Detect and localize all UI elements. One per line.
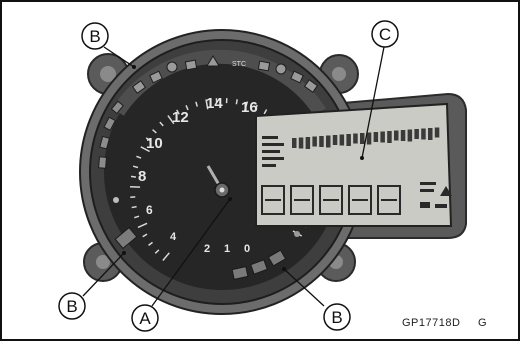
callout-a-letter: A [139, 309, 151, 328]
tach-number-0: 0 [244, 243, 250, 255]
tach-number-1: 1 [224, 243, 230, 255]
lcd-screen [256, 104, 452, 226]
lcd-bar-segment [401, 130, 406, 141]
stc-indicator-label: STC [232, 61, 246, 68]
lcd-bar-segment [421, 129, 426, 140]
tach-number-14: 14 [206, 95, 223, 112]
lcd-bar-segment [428, 128, 433, 140]
callout-a: A [132, 305, 158, 331]
tach-tick [132, 207, 137, 208]
tach-number-16: 16 [241, 99, 258, 116]
lcd-bar-segment [367, 133, 372, 145]
lcd-bar-segment [306, 137, 311, 149]
lcd-bar-segment [394, 131, 399, 141]
lcd-bar-segment [435, 128, 440, 138]
callout-b-bottom-letter: B [331, 308, 342, 327]
lcd-bar-segment [312, 137, 317, 147]
lcd-bar-segment [333, 135, 338, 145]
lcd-bar-segment [292, 138, 297, 148]
callout-c: C [372, 21, 398, 47]
figure-code: GP17718D [402, 317, 460, 329]
tach-number-2: 2 [204, 243, 210, 255]
lcd-bar-segment [380, 132, 385, 143]
tach-number-8: 8 [138, 168, 146, 185]
lcd-bar-segment [387, 131, 392, 143]
tach-number-12: 12 [172, 109, 189, 126]
lcd-bar-segment [340, 135, 345, 146]
lcd-bar-segment [353, 134, 358, 144]
callout-b-bottom: B [324, 304, 350, 330]
callout-c-letter: C [379, 25, 391, 44]
lcd-bar-segment [299, 138, 304, 149]
tach-number-4: 4 [170, 231, 177, 243]
lcd-bar-segment [326, 136, 331, 148]
tach-number-10: 10 [146, 135, 163, 152]
tach-number-6: 6 [146, 203, 153, 217]
lcd-bar-segment [414, 129, 419, 139]
callout-b-top: B [82, 23, 108, 49]
lcd-bar-segment [374, 132, 379, 142]
tach-tick [236, 99, 237, 104]
lcd-bar-segment [360, 133, 365, 144]
figure-code-suffix: G [478, 317, 487, 329]
callout-b-top-letter: B [89, 27, 100, 46]
lcd-bar-segment [346, 134, 351, 146]
tach-tick [131, 176, 136, 177]
lcd-bar-segment [408, 130, 413, 142]
callout-b-left: B [59, 293, 85, 319]
callout-b-left-letter: B [66, 297, 77, 316]
lcd-bar-segment [319, 136, 324, 147]
